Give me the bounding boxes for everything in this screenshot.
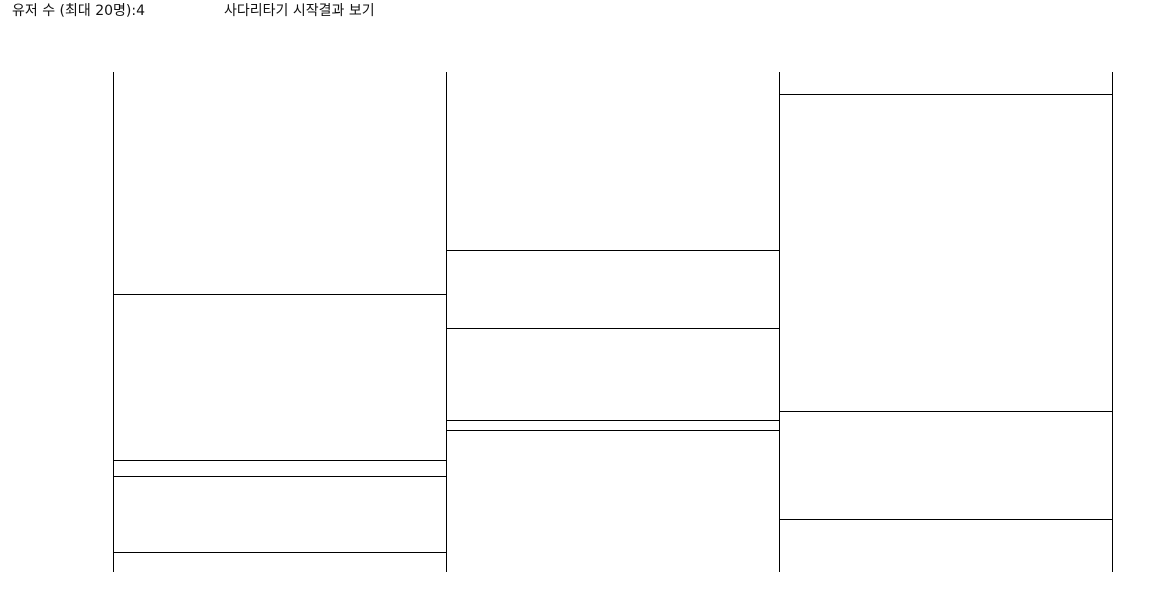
start-result-link[interactable]: 사다리타기 시작결과 보기: [224, 3, 375, 19]
ladder-header: 유저 수 (최대 20명):4 사다리타기 시작결과 보기: [0, 0, 1160, 24]
user-count-label: 유저 수 (최대 20명):4: [12, 3, 145, 19]
